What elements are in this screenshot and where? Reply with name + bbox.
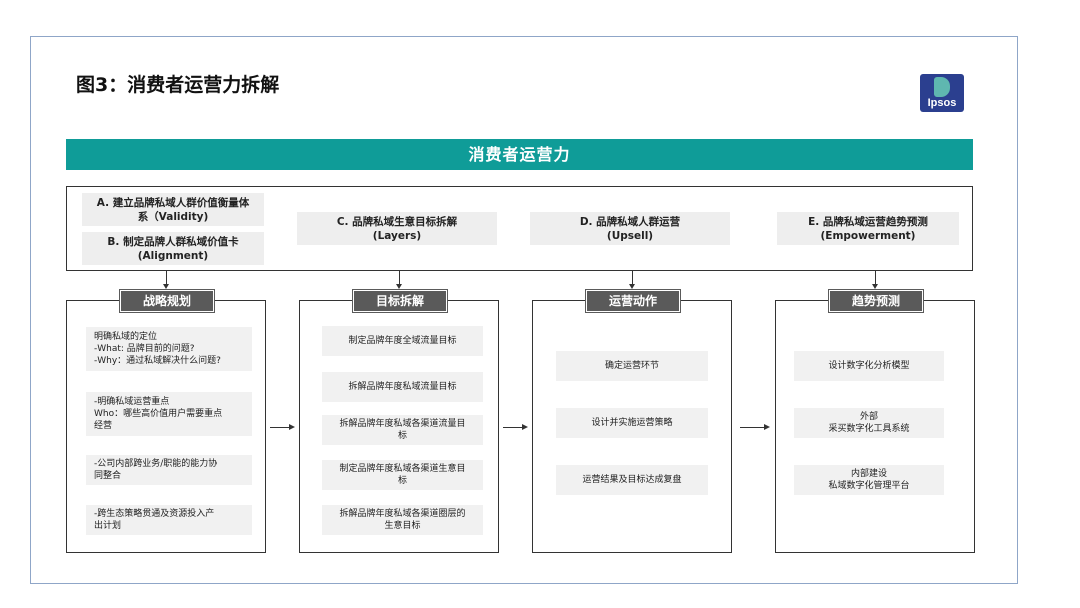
ipsos-logo: Ipsos (920, 74, 964, 112)
arrow-right-icon (289, 424, 295, 430)
list-item: 确定运营环节 (556, 351, 708, 381)
logo-text: Ipsos (927, 97, 957, 109)
list-item: 外部 采买数字化工具系统 (794, 408, 944, 438)
tag-upsell: D. 品牌私域人群运营 (Upsell) (530, 212, 730, 245)
arrow-down-icon (396, 284, 402, 289)
panel-header-operations: 运营动作 (586, 290, 680, 312)
list-item: -跨生态策略贯通及资源投入产 出计划 (86, 505, 252, 535)
connector-line (875, 271, 876, 285)
tag-layers: C. 品牌私域生意目标拆解 (Layers) (297, 212, 497, 245)
tag-alignment: B. 制定品牌人群私域价值卡 (Alignment) (82, 232, 264, 265)
connector-line (166, 271, 167, 285)
arrow-down-icon (163, 284, 169, 289)
list-item: 明确私域的定位 -What: 品牌目前的问题? -Why：通过私域解决什么问题? (86, 327, 252, 371)
logo-mark-icon (934, 77, 950, 97)
tag-validity: A. 建立品牌私域人群价值衡量体 系（Validity) (82, 193, 264, 226)
list-item: 拆解品牌年度私域各渠道圈层的 生意目标 (322, 505, 483, 535)
connector-line (503, 427, 523, 428)
page-title: 图3：消费者运营力拆解 (76, 74, 280, 96)
banner-title: 消费者运营力 (66, 139, 973, 170)
connector-line (399, 271, 400, 285)
arrow-down-icon (629, 284, 635, 289)
slide-frame (30, 36, 1018, 584)
connector-line (632, 271, 633, 285)
list-item: 设计并实施运营策略 (556, 408, 708, 438)
list-item: 拆解品牌年度私域流量目标 (322, 372, 483, 402)
panel-header-forecast: 趋势预测 (829, 290, 923, 312)
list-item: -公司内部跨业务/职能的能力协 同整合 (86, 455, 252, 485)
list-item: 运营结果及目标达成复盘 (556, 465, 708, 495)
list-item: 设计数字化分析模型 (794, 351, 944, 381)
list-item: -明确私域运营重点 Who：哪些高价值用户需要重点 经营 (86, 392, 252, 436)
arrow-right-icon (764, 424, 770, 430)
arrow-down-icon (872, 284, 878, 289)
panel-header-targets: 目标拆解 (353, 290, 447, 312)
connector-line (270, 427, 290, 428)
connector-line (740, 427, 765, 428)
list-item: 制定品牌年度私域各渠道生意目 标 (322, 460, 483, 490)
tag-empowerment: E. 品牌私域运营趋势预测 (Empowerment) (777, 212, 959, 245)
panel-header-strategy: 战略规划 (120, 290, 214, 312)
list-item: 拆解品牌年度私域各渠道流量目 标 (322, 415, 483, 445)
list-item: 制定品牌年度全域流量目标 (322, 326, 483, 356)
arrow-right-icon (522, 424, 528, 430)
list-item: 内部建设 私域数字化管理平台 (794, 465, 944, 495)
